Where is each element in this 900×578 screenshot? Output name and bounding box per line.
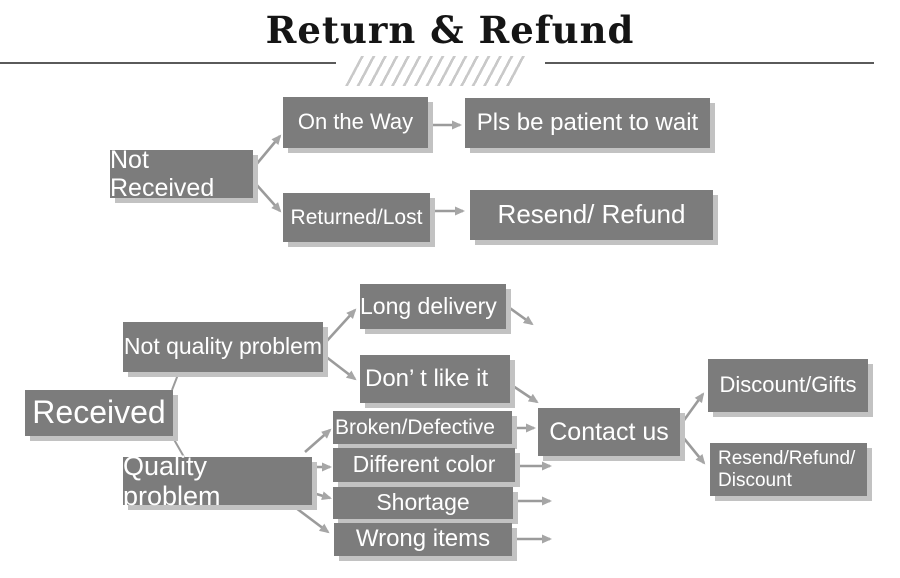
connector-not-quality-problem-to-long-delivery	[324, 308, 357, 344]
node-pls-be-patient-to-wait: Pls be patient to wait	[465, 98, 710, 148]
node-resend-refund: Resend/ Refund	[470, 190, 713, 240]
node-quality-problem: Quality problem	[123, 451, 312, 511]
node-dont-like-it: Don’ t like it	[360, 355, 510, 403]
connector-long-delivery-to-end	[506, 304, 534, 326]
node-not-quality-problem: Not quality problem	[123, 322, 323, 372]
node-contact-us: Contact us	[538, 408, 680, 456]
title-rule-right	[545, 62, 874, 64]
connector-contact-us-to-discount-gifts	[680, 392, 705, 424]
connector-quality-problem-to-wrong-items	[295, 506, 330, 534]
connector-quality-problem-to-broken-defective	[304, 428, 332, 453]
connector-quality-problem-to-shortage	[312, 491, 332, 501]
title-rule-left	[0, 62, 336, 64]
node-on-the-way: On the Way	[283, 97, 428, 148]
connector-contact-us-to-resend-refund-discount	[680, 435, 706, 465]
connector-not-received-to-on-the-way	[254, 134, 282, 167]
node-different-color: Different color	[333, 448, 515, 482]
node-resend-refund-discount: Resend/Refund/ Discount	[710, 443, 867, 496]
connector-not-received-to-returned-lost	[254, 182, 282, 213]
connector-received-to-not-quality-problem	[171, 371, 180, 391]
node-broken-defective: Broken/Defective	[333, 411, 512, 444]
connector-received-to-quality-problem	[171, 435, 185, 458]
node-wrong-items: Wrong items	[334, 523, 512, 556]
page-title: Return & Refund	[265, 8, 635, 52]
node-not-received: Not Received	[110, 146, 253, 202]
node-discount-gifts: Discount/Gifts	[708, 359, 868, 412]
node-long-delivery: Long delivery	[360, 284, 506, 329]
node-received: Received	[25, 390, 173, 436]
connector-dont-like-it-to-contact-us	[509, 382, 539, 404]
node-shortage: Shortage	[333, 487, 513, 519]
connector-not-quality-problem-to-dont-like-it	[324, 354, 357, 381]
node-returned-lost: Returned/Lost	[283, 193, 430, 242]
